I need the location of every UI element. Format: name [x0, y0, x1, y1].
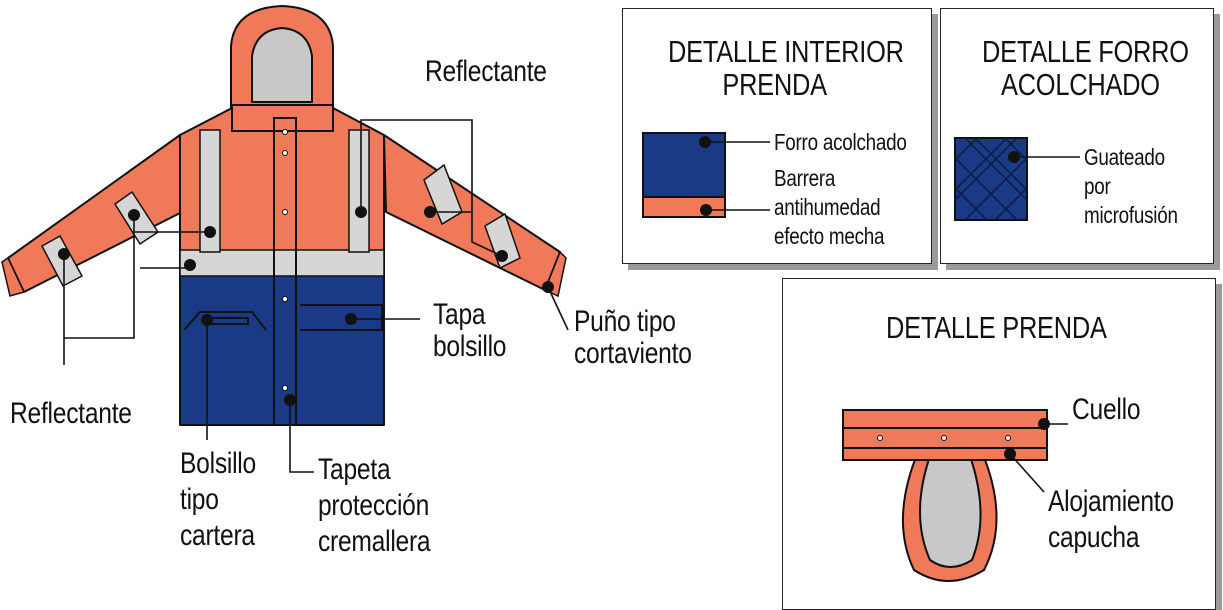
placket [273, 117, 297, 426]
jacket-diagram [1, 5, 1080, 582]
reflective-band-right-sleeve-2 [484, 212, 521, 270]
panel-interior-leaders [705, 141, 770, 211]
label-reflectante-left: Reflectante [10, 397, 132, 430]
reflective-band-chest [179, 249, 385, 277]
reflective-strap-right [348, 129, 370, 253]
swatch-interior [642, 132, 726, 218]
placket-buttons [282, 129, 288, 391]
label-cuello: Cuello [1072, 393, 1141, 426]
left-cuff [1, 256, 26, 297]
label-reflectante-top: Reflectante [425, 55, 547, 88]
body-lower [179, 274, 385, 426]
pocket-flap-left [183, 311, 267, 331]
label-forro-acolchado: Forro acolchado [774, 129, 907, 155]
callout-dots [58, 206, 554, 406]
title-detalle-prenda: DETALLE PRENDA [886, 310, 1107, 345]
reflective-bands [40, 129, 521, 288]
reflective-band-left-sleeve-2 [40, 234, 84, 288]
collar-detail [842, 409, 1048, 582]
hood-inner [251, 27, 313, 103]
reflective-strap-left [199, 129, 221, 253]
panel-detalle-forro [940, 8, 1214, 264]
pocket-flap-right [300, 304, 383, 331]
leader-lines [63, 119, 569, 473]
